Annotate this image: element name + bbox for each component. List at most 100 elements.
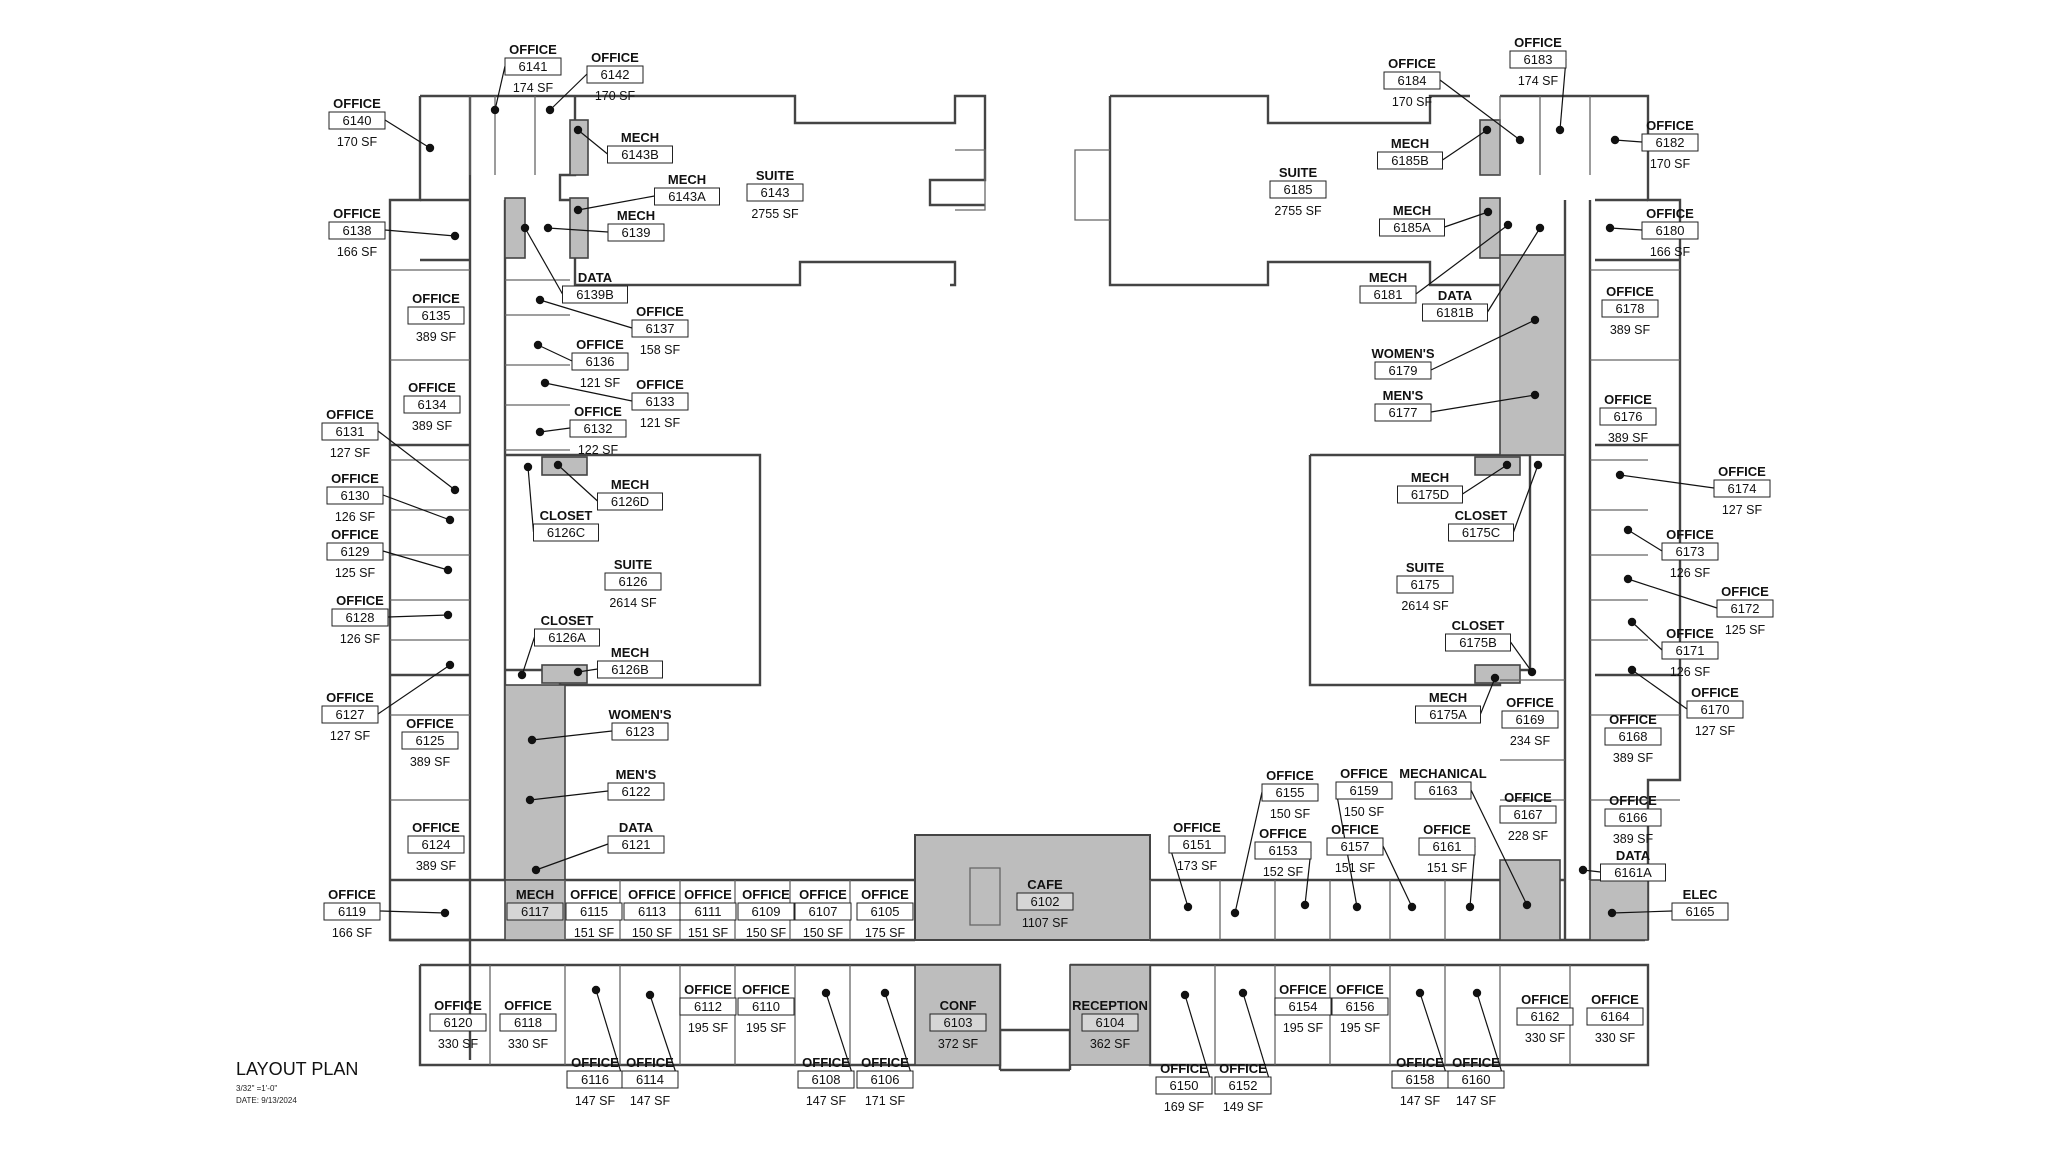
room-marker-dot [1300,900,1310,910]
room-name: OFFICE [1336,982,1384,997]
room-number: 6168 [1619,729,1648,744]
room-name: SUITE [614,557,653,572]
room-number-box [794,902,852,921]
room-marker-dot [531,865,541,875]
room-number: 6180 [1656,223,1685,238]
room-number: 6106 [871,1072,900,1087]
room-marker-dot [1230,908,1240,918]
leader-line [1234,791,1263,914]
room-number: 6119 [338,904,366,919]
leader-line [494,65,506,111]
room-marker-dot [1183,902,1193,912]
room-name: OFFICE [576,337,624,352]
room-name: OFFICE [326,407,374,422]
leader-line [379,910,446,914]
room-area: 166 SF [337,245,378,259]
room-number: 6102 [1031,894,1060,909]
room-area: 151 SF [1427,861,1468,875]
room-number: 6172 [1731,601,1760,616]
room-marker-dot [450,231,460,241]
room-area: 195 SF [746,1021,787,1035]
room-number-box [621,1070,679,1089]
room-area: 170 SF [337,135,378,149]
room-number: 6113 [638,904,666,919]
room-marker-dot [1238,988,1248,998]
room-name: CONF [940,998,977,1013]
room-name: OFFICE [574,404,622,419]
leader-line [539,427,571,433]
leader-line [1627,529,1663,552]
room-number-box [607,835,665,854]
leader-line [1184,994,1213,1086]
room-number: 6133 [646,394,675,409]
leader-line [1479,677,1496,715]
room-name: OFFICE [1666,626,1714,641]
room-number: 6116 [581,1072,609,1087]
room-area: 147 SF [806,1094,847,1108]
room-number-box [1383,71,1441,90]
room-number: 6126B [611,662,649,677]
plan-scale: 3/32" =1'-0" [236,1084,278,1093]
room-number-box [1509,50,1567,69]
room-name: CLOSET [1452,618,1505,633]
leader-line [547,227,609,233]
room-number-box [1214,1076,1272,1095]
room-area: 389 SF [416,859,457,873]
room-name: OFFICE [1604,392,1652,407]
room-marker-dot [1522,900,1532,910]
room-label-leaders [377,58,1718,1086]
room-number-box [506,902,564,921]
room-marker-dot [573,205,583,215]
room-area: 158 SF [640,343,681,357]
room-number: 6185 [1284,182,1313,197]
room-name: OFFICE [1259,826,1307,841]
room-name: OFFICE [1340,766,1388,781]
room-number-box [737,902,795,921]
room-number: 6137 [646,321,675,336]
room-name: OFFICE [1160,1061,1208,1076]
room-number: 6181B [1436,305,1474,320]
leader-line [1611,910,1673,914]
room-name: OFFICE [1609,712,1657,727]
room-number: 6185A [1393,220,1431,235]
room-name: MECH [611,477,649,492]
room-number-box [1081,1013,1139,1032]
room-area: 174 SF [513,81,554,95]
room-number-box [1377,151,1443,170]
room-name: DATA [1616,848,1651,863]
room-name: DATA [619,820,654,835]
room-number-box [1331,997,1389,1016]
leader-line [884,992,914,1080]
room-marker-dot [1503,220,1513,230]
room-number: 6122 [622,784,651,799]
room-name: CAFE [1027,877,1063,892]
room-name: OFFICE [1691,685,1739,700]
room-number-box [1418,837,1476,856]
room-number: 6165 [1686,904,1715,919]
room-area: 389 SF [410,755,451,769]
room-area: 126 SF [1670,566,1711,580]
room-marker-dot [1502,460,1512,470]
room-number-box [499,1013,557,1032]
room-marker-dot [1535,223,1545,233]
room-number: 6127 [336,707,365,722]
room-name: MECH [1411,470,1449,485]
room-name: OFFICE [861,1055,909,1070]
room-marker-dot [520,223,530,233]
room-name: OFFICE [1606,284,1654,299]
room-name: OFFICE [742,982,790,997]
room-number: 6181 [1374,287,1403,302]
room-name: MECH [516,887,554,902]
